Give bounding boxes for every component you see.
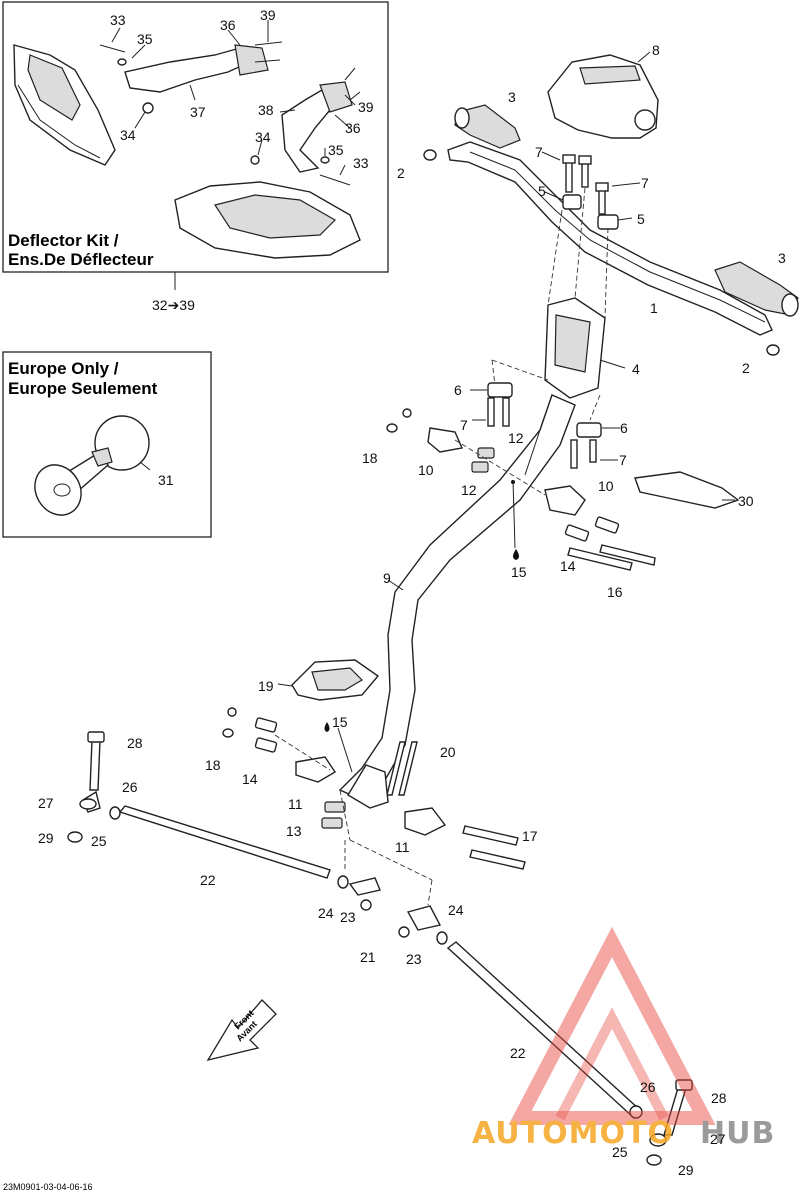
part-label-21: 21: [360, 949, 376, 965]
watermark-text-1: AUTOMOTO: [472, 1116, 674, 1151]
part-label-8: 8: [652, 42, 660, 58]
part-label-33a: 33: [110, 12, 126, 28]
horn-part: [34, 415, 151, 516]
deflector-kit-box: Deflector Kit / Ens.De Déflecteur: [2, 1, 389, 273]
front-direction-arrow[interactable]: Front Avant: [206, 999, 277, 1061]
part-label-23a: 23: [340, 909, 356, 925]
part-label-18b: 18: [205, 757, 221, 773]
part-label-5b: 5: [637, 211, 645, 227]
upper-bearing-assembly: [386, 408, 656, 571]
part-label-15a: 15: [511, 564, 527, 580]
grip-right-part: [714, 261, 799, 317]
deflector-bracket-upper: [99, 41, 283, 114]
handlebar-part: [447, 141, 773, 336]
part-label-34a: 34: [120, 127, 136, 143]
part-label-15b: 15: [332, 714, 348, 730]
part-label-2a: 2: [397, 165, 405, 181]
part-label-18a: 18: [362, 450, 378, 466]
part-label-35b: 35: [328, 142, 344, 158]
part-label-27a: 27: [38, 795, 54, 811]
part-label-36b: 36: [345, 120, 361, 136]
part-label-12b: 12: [461, 482, 477, 498]
part-label-39a: 39: [260, 7, 276, 23]
watermark-text-2: HUB: [700, 1116, 775, 1151]
part-label-3b: 3: [778, 250, 786, 266]
europe-title-2: Europe Seulement: [8, 379, 158, 398]
part-label-7c: 7: [460, 417, 468, 433]
part-label-28b: 28: [711, 1090, 727, 1106]
part-label-29b: 29: [678, 1162, 694, 1178]
part-label-22b: 22: [510, 1045, 526, 1061]
part-label-9: 9: [383, 570, 391, 586]
part-label-3a: 3: [508, 89, 516, 105]
europe-title-1: Europe Only /: [8, 359, 119, 378]
part-label-7d: 7: [619, 452, 627, 468]
part-label-35a: 35: [137, 31, 153, 47]
part-label-6a: 6: [454, 382, 462, 398]
part-label-12a: 12: [508, 430, 524, 446]
part-label-10a: 10: [418, 462, 434, 478]
part-label-22a: 22: [200, 872, 216, 888]
lower-clamps: [470, 382, 620, 469]
tie-rod-left: [67, 731, 381, 911]
deflector-title-1: Deflector Kit /: [8, 231, 119, 250]
part-label-25b: 25: [612, 1144, 628, 1160]
part-label-2b: 2: [742, 360, 750, 376]
part-label-34b: 34: [255, 129, 271, 145]
bracket-30-part: [634, 471, 740, 509]
part-label-11b: 11: [395, 839, 410, 855]
grip-left-part: [454, 104, 521, 149]
automotohub-watermark: AUTOMOTO HUB: [472, 926, 775, 1151]
part-label-24b: 24: [448, 902, 464, 918]
part-label-1: 1: [650, 300, 658, 316]
part-label-11a: 11: [288, 796, 303, 812]
deflector-right-part: [174, 181, 361, 259]
part-label-36a: 36: [220, 17, 236, 33]
part-label-26a: 26: [122, 779, 138, 795]
part-label-4: 4: [632, 361, 640, 377]
part-label-14a: 14: [560, 558, 576, 574]
part-label-7b: 7: [641, 175, 649, 191]
part-label-23b: 23: [406, 951, 422, 967]
end-plug-right: [766, 344, 780, 356]
part-label-30: 30: [738, 493, 754, 509]
part-label-39b: 39: [358, 99, 374, 115]
part-label-26b: 26: [640, 1079, 656, 1095]
end-plug-left: [423, 149, 437, 161]
part-label-25a: 25: [91, 833, 107, 849]
part-label-16: 16: [607, 584, 623, 600]
deflector-title-2: Ens.De Déflecteur: [8, 250, 154, 269]
part-label-20: 20: [440, 744, 456, 760]
deflector-left-part: [13, 44, 116, 166]
riser-block-part: [544, 297, 626, 399]
part-label-13: 13: [286, 823, 302, 839]
part-label-28a: 28: [127, 735, 143, 751]
part-label-14b: 14: [242, 771, 258, 787]
footer-code: 23M0901-03-04-06-16: [3, 1182, 93, 1192]
grip-cover-part: [547, 51, 659, 139]
part-label-7a: 7: [535, 144, 543, 160]
part-label-19: 19: [258, 678, 274, 694]
part-label-29a: 29: [38, 830, 54, 846]
part-label-37: 37: [190, 104, 206, 120]
part-label-33b: 33: [353, 155, 369, 171]
part-label-38: 38: [258, 102, 274, 118]
part-label-24a: 24: [318, 905, 334, 921]
part-label-31: 31: [158, 472, 174, 488]
part-label-10b: 10: [598, 478, 614, 494]
part-label-27b: 27: [710, 1131, 726, 1147]
part-label-5a: 5: [538, 183, 546, 199]
part-label-6b: 6: [620, 420, 628, 436]
upper-clamps: [541, 151, 641, 230]
part-label-17: 17: [522, 828, 538, 844]
lower-bearing-assembly: [222, 707, 526, 906]
tie-rod-right: [398, 905, 693, 1166]
cover-19-part: [277, 659, 380, 701]
europe-only-box: Europe Only / Europe Seulement: [2, 351, 212, 538]
deflector-range-label: 32➔39: [152, 297, 195, 313]
